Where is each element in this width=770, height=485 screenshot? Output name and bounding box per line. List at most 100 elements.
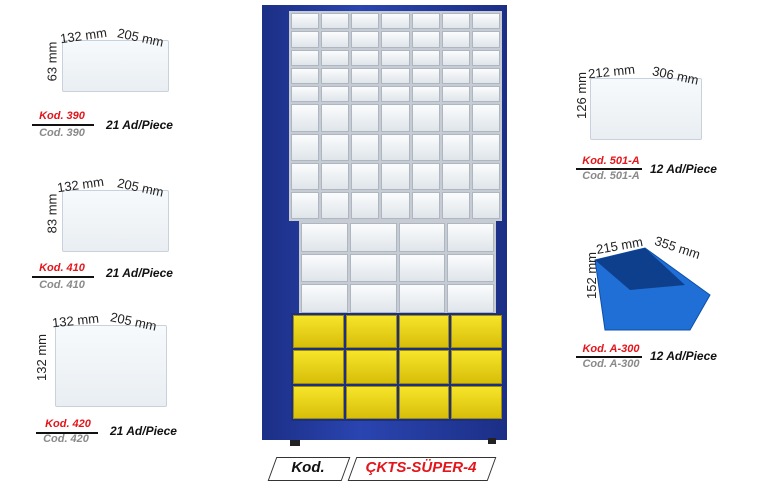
small-drawer <box>291 13 320 30</box>
small-drawer <box>411 133 440 161</box>
medium-drawer <box>447 223 494 252</box>
small-drawer <box>291 133 320 161</box>
divider <box>32 124 94 126</box>
medium-drawer <box>398 284 446 313</box>
small-drawer <box>351 104 380 132</box>
small-drawer <box>291 31 320 48</box>
small-drawer <box>321 86 350 103</box>
divider <box>36 432 98 434</box>
small-drawer <box>321 13 350 30</box>
medium-drawer <box>301 253 348 283</box>
yellow-bin <box>451 350 502 384</box>
small-drawer <box>411 67 440 85</box>
cod-label: Cod. 501-A <box>582 170 640 182</box>
yellow-bin <box>345 315 397 349</box>
yellow-bin <box>398 350 450 384</box>
divider <box>32 276 94 278</box>
divider <box>576 356 642 358</box>
small-drawer <box>441 86 470 103</box>
small-drawer <box>351 191 380 219</box>
small-drawer <box>321 31 350 48</box>
small-drawer <box>441 49 470 66</box>
cod-label: Cod. 420 <box>43 433 89 445</box>
small-drawer <box>441 191 470 219</box>
small-drawer <box>321 162 350 190</box>
medium-drawer <box>447 284 494 313</box>
small-drawer <box>411 191 440 219</box>
medium-drawer <box>398 223 446 252</box>
small-drawer <box>381 133 410 161</box>
small-drawer <box>411 13 440 30</box>
small-drawer <box>411 49 440 66</box>
yellow-bin <box>451 315 502 349</box>
small-drawer <box>471 31 500 48</box>
small-drawer <box>441 104 470 132</box>
small-drawer <box>441 162 470 190</box>
yellow-bin <box>398 385 450 419</box>
kod-label: Kod. 501-A <box>582 155 640 167</box>
small-drawer <box>381 13 410 30</box>
small-drawer <box>471 49 500 66</box>
small-drawer <box>321 133 350 161</box>
small-drawer <box>411 86 440 103</box>
small-drawer <box>381 31 410 48</box>
small-drawer <box>381 67 410 85</box>
cod-label: Cod. 410 <box>39 279 85 291</box>
yellow-bin <box>398 315 450 349</box>
small-drawer <box>381 162 410 190</box>
blue-bin-a300-image <box>594 247 711 331</box>
small-drawer <box>471 86 500 103</box>
small-drawer <box>381 49 410 66</box>
small-drawer <box>351 31 380 48</box>
small-drawer <box>381 86 410 103</box>
small-drawer <box>321 104 350 132</box>
quantity: 12 Ad/Piece <box>650 162 717 176</box>
drawer-501a-image <box>590 78 702 140</box>
yellow-bin <box>451 385 502 419</box>
cabinet-foot <box>488 438 496 444</box>
small-drawer <box>291 49 320 66</box>
divider <box>576 168 642 170</box>
cabinet-image <box>262 5 507 440</box>
medium-drawer <box>349 284 397 313</box>
small-drawer <box>321 67 350 85</box>
small-drawer <box>441 13 470 30</box>
yellow-bin <box>293 350 344 384</box>
cod-label: Cod. A-300 <box>582 358 640 370</box>
small-drawer <box>291 191 320 219</box>
yellow-bin-grid <box>291 313 504 421</box>
small-drawer <box>441 31 470 48</box>
small-drawer <box>471 13 500 30</box>
small-drawer <box>441 67 470 85</box>
dim-height: 63 mm <box>44 41 60 82</box>
cabinet-foot <box>290 440 300 446</box>
medium-drawer <box>447 253 494 283</box>
code-value: ÇKTS-SÜPER-4 <box>365 459 477 476</box>
small-drawer <box>381 104 410 132</box>
small-drawer <box>471 133 500 161</box>
small-drawer <box>441 133 470 161</box>
medium-drawer <box>349 223 397 252</box>
kod-label: Kod. A-300 <box>582 343 640 355</box>
yellow-bin <box>293 315 344 349</box>
small-drawer <box>411 162 440 190</box>
dim-height: 83 mm <box>44 193 60 234</box>
dim-height: 126 mm <box>573 72 589 119</box>
yellow-bin <box>345 385 397 419</box>
small-drawer <box>411 104 440 132</box>
small-drawer <box>321 191 350 219</box>
small-drawer <box>321 49 350 66</box>
cod-label: Cod. 390 <box>39 127 85 139</box>
medium-drawer-grid <box>299 221 496 315</box>
small-drawer <box>351 67 380 85</box>
small-drawer <box>471 104 500 132</box>
drawer-410-image <box>62 190 169 252</box>
small-drawer <box>351 162 380 190</box>
small-drawer <box>471 191 500 219</box>
small-drawer <box>471 67 500 85</box>
small-drawer <box>351 133 380 161</box>
quantity: 21 Ad/Piece <box>110 424 177 438</box>
yellow-bin <box>293 385 344 419</box>
quantity: 12 Ad/Piece <box>650 349 717 363</box>
kod-label: Kod. 410 <box>39 262 85 274</box>
